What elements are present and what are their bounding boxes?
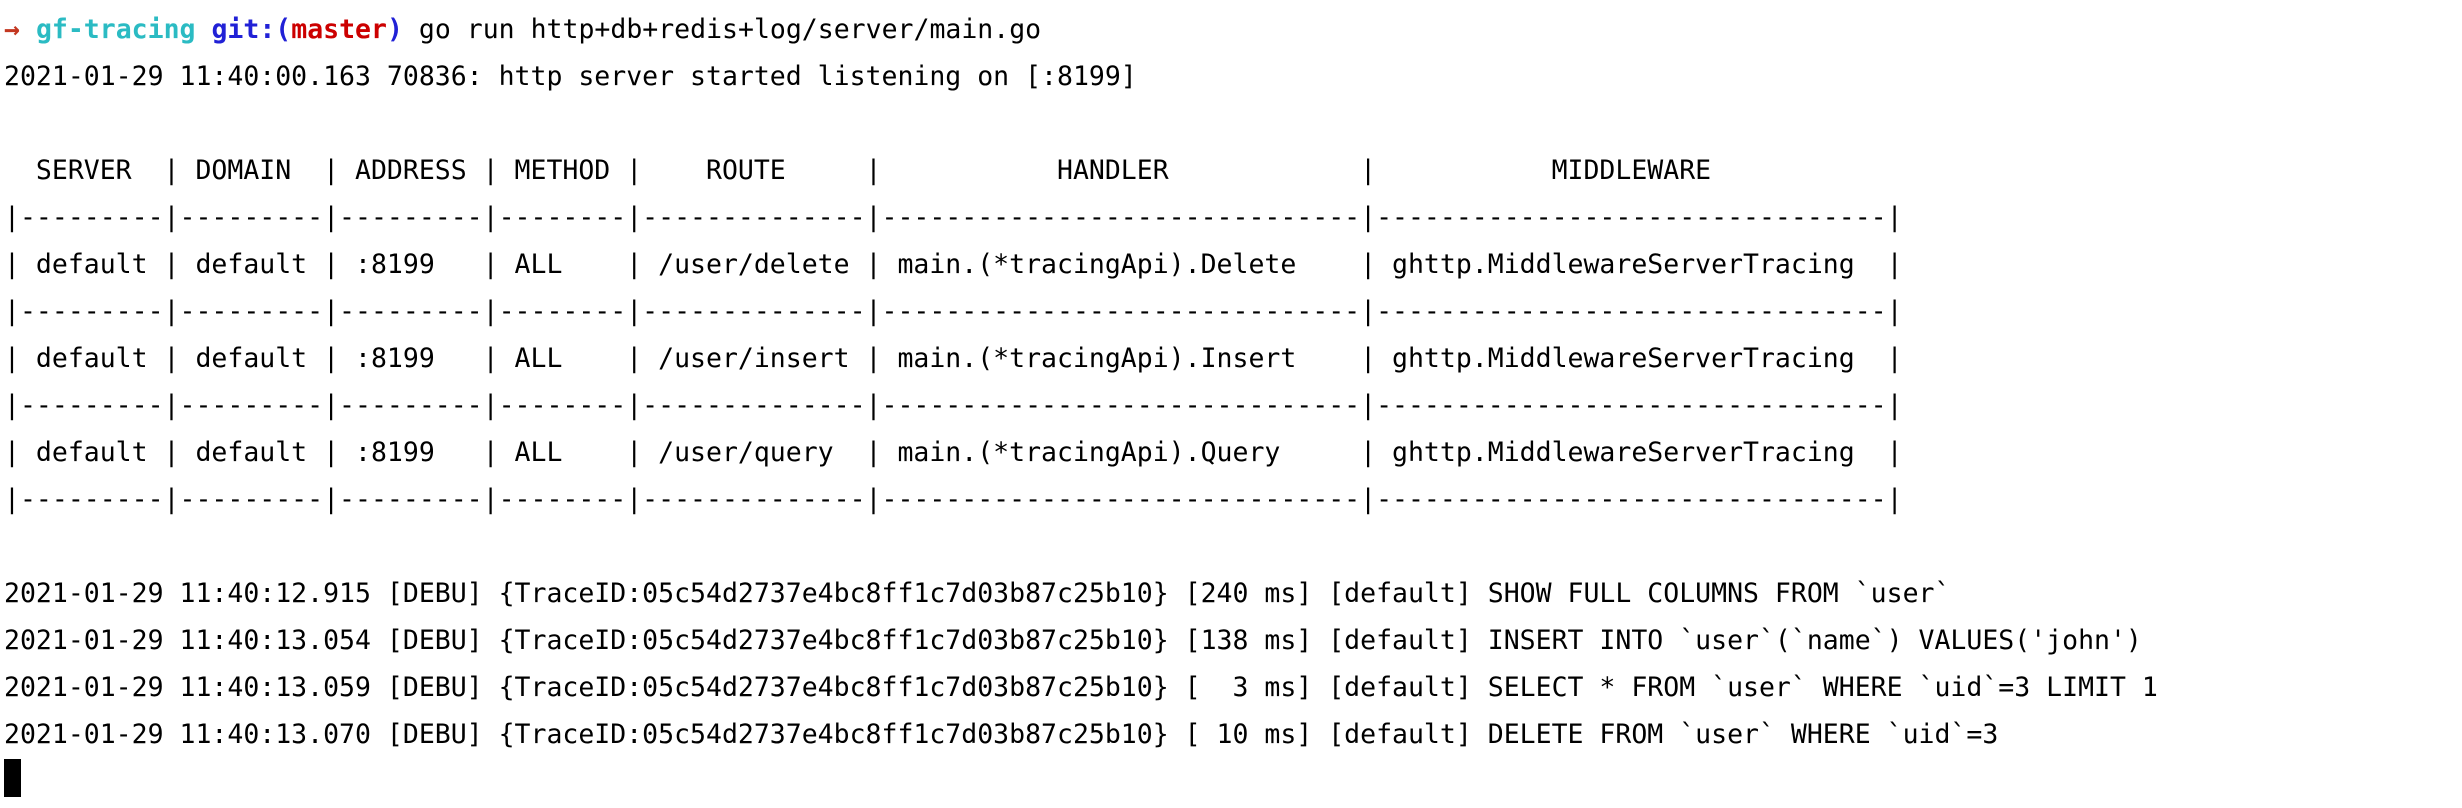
blank-line-2 xyxy=(4,523,2462,570)
prompt-git-suffix: ) xyxy=(386,14,403,45)
prompt-arrow-icon: → xyxy=(4,14,20,45)
prompt-directory: gf-tracing xyxy=(35,14,196,45)
prompt-space-2 xyxy=(195,14,211,45)
sql-log-show-columns: 2021-01-29 11:40:12.915 [DEBU] {TraceID:… xyxy=(4,578,1951,609)
prompt-git-prefix: git:( xyxy=(211,14,292,45)
prompt-git-branch: master xyxy=(291,14,387,45)
sql-log-delete: 2021-01-29 11:40:13.070 [DEBU] {TraceID:… xyxy=(4,719,1999,750)
blank-line-1 xyxy=(4,100,2462,147)
route-table-separator-2: |---------|---------|---------|--------|… xyxy=(4,390,1903,421)
route-table-header: SERVER | DOMAIN | ADDRESS | METHOD | ROU… xyxy=(4,155,1887,186)
cursor-line xyxy=(4,758,2462,805)
prompt-space-1 xyxy=(20,14,36,45)
text-cursor xyxy=(4,759,21,797)
prompt-command[interactable]: go run http+db+redis+log/server/main.go xyxy=(418,14,1042,45)
server-startup-line: 2021-01-29 11:40:00.163 70836: http serv… xyxy=(4,61,1137,92)
route-table-row-insert: | default | default | :8199 | ALL | /use… xyxy=(4,343,1903,374)
route-table-separator-bottom: |---------|---------|---------|--------|… xyxy=(4,484,1903,515)
prompt-line: → gf-tracing git:(master) go run http+db… xyxy=(4,6,2462,53)
route-table-row-delete: | default | default | :8199 | ALL | /use… xyxy=(4,249,1903,280)
route-table-separator-top: |---------|---------|---------|--------|… xyxy=(4,202,1903,233)
route-table-separator-1: |---------|---------|---------|--------|… xyxy=(4,296,1903,327)
sql-log-insert: 2021-01-29 11:40:13.054 [DEBU] {TraceID:… xyxy=(4,625,2142,656)
route-table-row-query: | default | default | :8199 | ALL | /use… xyxy=(4,437,1903,468)
prompt-space-3 xyxy=(403,14,419,45)
sql-log-select: 2021-01-29 11:40:13.059 [DEBU] {TraceID:… xyxy=(4,672,2158,703)
